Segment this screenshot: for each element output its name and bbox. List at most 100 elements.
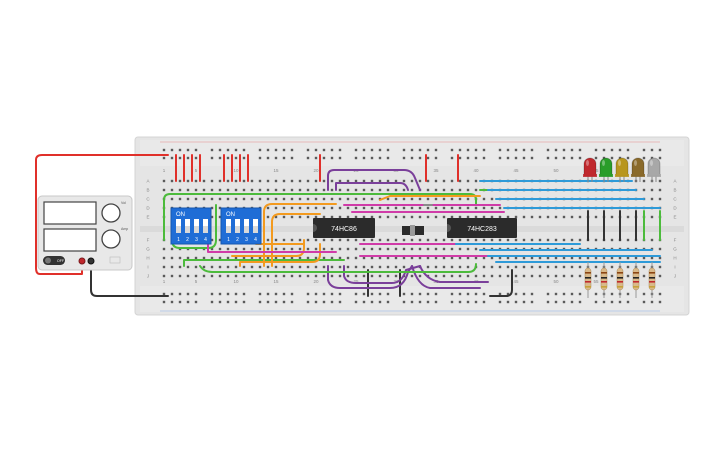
breadboard-hole[interactable] (250, 256, 254, 260)
chip-body[interactable] (447, 218, 517, 238)
breadboard-hole[interactable] (330, 148, 334, 152)
breadboard-hole[interactable] (322, 206, 326, 210)
breadboard-hole[interactable] (482, 156, 486, 160)
breadboard-hole[interactable] (338, 247, 342, 251)
led-array[interactable] (583, 157, 661, 182)
breadboard-hole[interactable] (234, 148, 238, 152)
breadboard-hole[interactable] (314, 188, 318, 192)
breadboard-hole[interactable] (250, 197, 254, 201)
breadboard-hole[interactable] (418, 292, 422, 296)
breadboard-hole[interactable] (658, 265, 662, 269)
breadboard-hole[interactable] (274, 300, 278, 304)
breadboard-hole[interactable] (266, 148, 270, 152)
breadboard-hole[interactable] (458, 300, 462, 304)
breadboard-hole[interactable] (178, 256, 182, 260)
breadboard-hole[interactable] (330, 188, 334, 192)
breadboard-hole[interactable] (546, 274, 550, 278)
breadboard-hole[interactable] (194, 274, 198, 278)
breadboard-hole[interactable] (658, 300, 662, 304)
breadboard-hole[interactable] (594, 292, 598, 296)
breadboard-hole[interactable] (338, 156, 342, 160)
breadboard-hole[interactable] (546, 215, 550, 219)
breadboard-hole[interactable] (210, 265, 214, 269)
breadboard-hole[interactable] (394, 256, 398, 260)
breadboard-hole[interactable] (434, 206, 438, 210)
breadboard-hole[interactable] (322, 179, 326, 183)
breadboard-hole[interactable] (450, 300, 454, 304)
breadboard-hole[interactable] (466, 179, 470, 183)
breadboard-hole[interactable] (210, 156, 214, 160)
breadboard-hole[interactable] (362, 188, 366, 192)
breadboard-hole[interactable] (394, 215, 398, 219)
breadboard-hole[interactable] (274, 247, 278, 251)
breadboard-hole[interactable] (370, 265, 374, 269)
breadboard-hole[interactable] (410, 274, 414, 278)
breadboard-hole[interactable] (498, 265, 502, 269)
breadboard-hole[interactable] (306, 274, 310, 278)
breadboard-hole[interactable] (274, 292, 278, 296)
breadboard-hole[interactable] (378, 247, 382, 251)
breadboard-hole[interactable] (314, 156, 318, 160)
breadboard-hole[interactable] (306, 265, 310, 269)
breadboard-hole[interactable] (170, 265, 174, 269)
breadboard-hole[interactable] (578, 300, 582, 304)
wire-purple[interactable] (335, 182, 409, 191)
breadboard-hole[interactable] (162, 256, 166, 260)
breadboard-hole[interactable] (370, 188, 374, 192)
breadboard-hole[interactable] (386, 238, 390, 242)
breadboard-hole[interactable] (178, 197, 182, 201)
breadboard-hole[interactable] (354, 188, 358, 192)
breadboard-hole[interactable] (410, 292, 414, 296)
breadboard-hole[interactable] (202, 265, 206, 269)
breadboard-hole[interactable] (322, 256, 326, 260)
breadboard-hole[interactable] (554, 300, 558, 304)
breadboard-hole[interactable] (410, 188, 414, 192)
led[interactable] (615, 157, 629, 177)
breadboard-hole[interactable] (626, 300, 630, 304)
breadboard-hole[interactable] (450, 179, 454, 183)
breadboard-hole[interactable] (290, 292, 294, 296)
breadboard-hole[interactable] (234, 292, 238, 296)
breadboard-hole[interactable] (458, 197, 462, 201)
breadboard-hole[interactable] (362, 179, 366, 183)
breadboard-hole[interactable] (346, 256, 350, 260)
breadboard-hole[interactable] (610, 256, 614, 260)
wire-green[interactable] (199, 263, 477, 273)
breadboard-hole[interactable] (354, 197, 358, 201)
breadboard-hole[interactable] (290, 274, 294, 278)
breadboard-hole[interactable] (530, 265, 534, 269)
breadboard-hole[interactable] (474, 247, 478, 251)
breadboard-hole[interactable] (434, 256, 438, 260)
breadboard-hole[interactable] (266, 215, 270, 219)
breadboard-hole[interactable] (458, 215, 462, 219)
breadboard-hole[interactable] (434, 274, 438, 278)
breadboard-hole[interactable] (434, 179, 438, 183)
breadboard-hole[interactable] (506, 148, 510, 152)
breadboard-hole[interactable] (450, 265, 454, 269)
breadboard-hole[interactable] (418, 238, 422, 242)
breadboard-hole[interactable] (346, 197, 350, 201)
breadboard-hole[interactable] (466, 156, 470, 160)
breadboard-hole[interactable] (466, 215, 470, 219)
breadboard-hole[interactable] (434, 156, 438, 160)
breadboard-hole[interactable] (370, 215, 374, 219)
breadboard-hole[interactable] (610, 148, 614, 152)
breadboard-hole[interactable] (210, 179, 214, 183)
breadboard-hole[interactable] (378, 238, 382, 242)
breadboard-hole[interactable] (234, 265, 238, 269)
breadboard-hole[interactable] (370, 179, 374, 183)
positive-terminal[interactable] (78, 257, 86, 265)
breadboard-hole[interactable] (186, 156, 190, 160)
breadboard-hole[interactable] (290, 238, 294, 242)
breadboard-hole[interactable] (282, 156, 286, 160)
breadboard-hole[interactable] (274, 274, 278, 278)
breadboard-hole[interactable] (578, 156, 582, 160)
breadboard-hole[interactable] (242, 265, 246, 269)
breadboard-hole[interactable] (314, 265, 318, 269)
breadboard-hole[interactable] (306, 238, 310, 242)
breadboard-hole[interactable] (162, 179, 166, 183)
breadboard-hole[interactable] (458, 238, 462, 242)
breadboard-hole[interactable] (218, 274, 222, 278)
breadboard-hole[interactable] (514, 300, 518, 304)
breadboard-hole[interactable] (210, 247, 214, 251)
